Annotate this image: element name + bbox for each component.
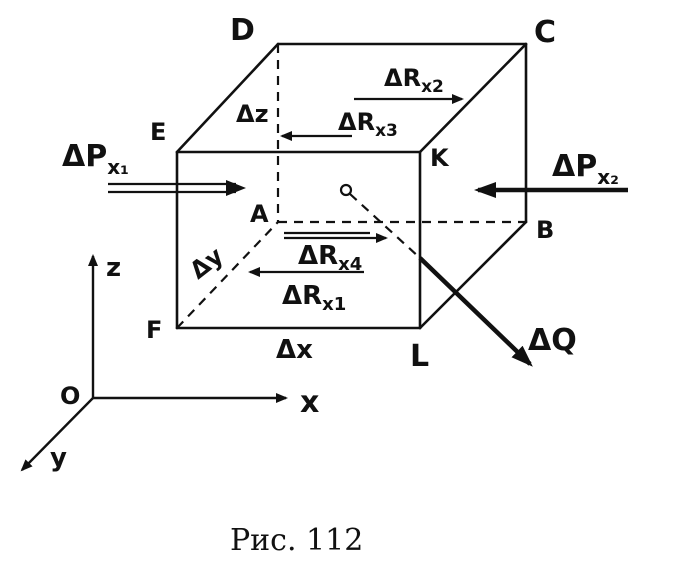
axis-label-x: x — [300, 385, 319, 420]
px1-arrow-head — [226, 180, 246, 196]
edge-top-left — [175, 42, 280, 154]
figure-caption: Рис. 112 — [230, 523, 363, 558]
dimension-label-dz: Δz — [236, 100, 269, 128]
label-px2-sub: x₂ — [597, 165, 619, 189]
dimension-label-dy: Δy — [184, 241, 228, 284]
vertex-label-c: C — [534, 15, 556, 50]
cube-edges — [175, 42, 528, 330]
axis-label-y: y — [50, 443, 67, 473]
dimension-label-dx: Δx — [276, 335, 313, 365]
label-rx3-sub: x3 — [375, 121, 398, 141]
label-px1-sub: x₁ — [107, 155, 129, 179]
center-point — [339, 183, 353, 197]
label-px2: ΔPx₂ — [552, 149, 619, 189]
force-arrows — [108, 94, 628, 367]
q-arrow — [418, 256, 533, 367]
label-rx2: ΔRx2 — [384, 64, 444, 97]
axis-label-z: z — [106, 253, 121, 283]
vertex-label-k: K — [430, 144, 450, 172]
label-rx3: ΔRx3 — [338, 108, 398, 141]
vertex-label-l: L — [410, 339, 429, 374]
edge-bottom-right — [418, 220, 528, 330]
axis-labels: z x y — [50, 253, 319, 473]
label-rx1: ΔRx1 — [282, 281, 346, 315]
vertex-label-f: F — [146, 316, 162, 344]
force-labels: ΔPx₁ ΔPx₂ ΔRx2 ΔRx3 ΔRx4 ΔRx1 ΔQ — [62, 64, 619, 358]
label-rx4: ΔRx4 — [298, 241, 362, 275]
vertex-label-e: E — [150, 118, 166, 146]
label-q: ΔQ — [528, 323, 577, 358]
edge-top-right — [418, 42, 528, 154]
cube-hidden-edges — [176, 44, 526, 329]
label-px1: ΔPx₁ — [62, 139, 129, 179]
vertex-label-a: A — [250, 200, 269, 228]
axis-y-line — [20, 397, 94, 472]
label-rx2-sub: x2 — [421, 77, 444, 97]
q-arrow-hidden-part — [349, 193, 421, 259]
vertex-label-d: D — [230, 13, 255, 48]
origin-label-o: O — [60, 382, 80, 410]
label-rx4-sub: x4 — [338, 254, 362, 275]
vertex-label-b: B — [536, 216, 554, 244]
edge-hidden-bottom-left — [176, 221, 279, 329]
vertex-labels: D C E K A B F L O — [60, 13, 556, 410]
label-rx1-sub: x1 — [322, 294, 346, 315]
coordinate-axes — [20, 254, 288, 472]
